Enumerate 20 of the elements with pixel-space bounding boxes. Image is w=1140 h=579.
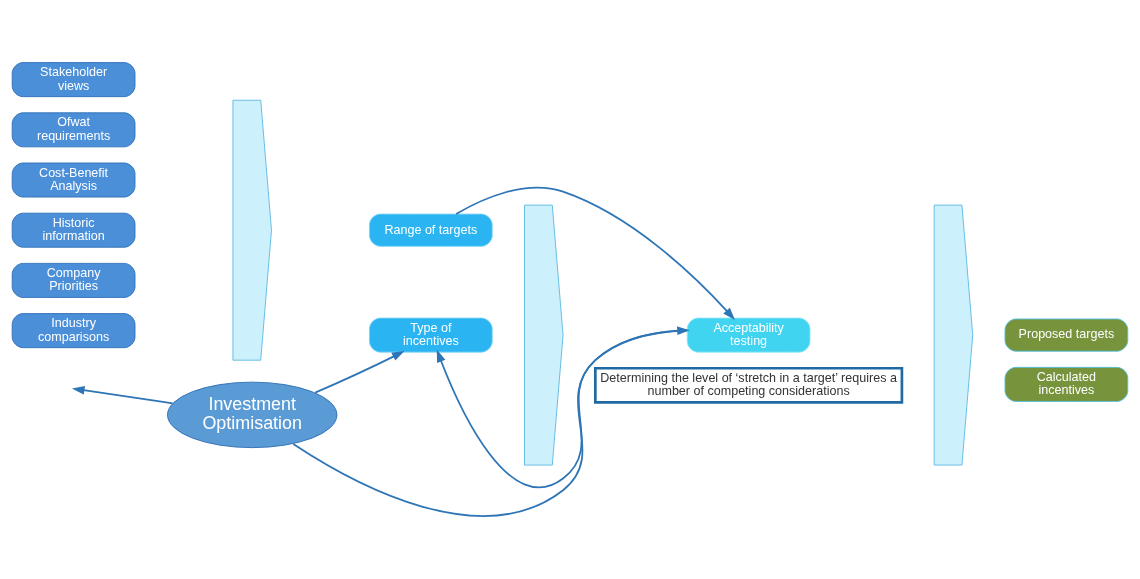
node-box: Company Priorities: [11, 262, 136, 298]
node-box: Type of incentives: [368, 317, 493, 353]
node-box: Stakeholder views: [11, 62, 136, 98]
node-box: Determining the level of ‘stretch in a target’ requires a number of competing considerations: [593, 366, 904, 404]
node-box: Industry comparisons: [11, 313, 136, 349]
arrow: [314, 351, 405, 394]
node-ellipse: Investment Optimisation: [167, 381, 338, 449]
node-box: Historic information: [11, 212, 136, 248]
arrow: [71, 386, 174, 405]
node-chevron: [933, 204, 974, 466]
node-box: Proposed targets: [1004, 318, 1129, 352]
node-chevron: [524, 204, 564, 466]
node-box: Ofwat requirements: [11, 112, 136, 148]
node-chevron: [232, 99, 272, 361]
arrow: [455, 186, 735, 320]
arrow: [292, 326, 690, 517]
node-box: Cost-Benefit Analysis: [11, 162, 136, 198]
node-box: Range of targets: [368, 213, 493, 247]
node-box: Acceptability testing: [686, 317, 811, 353]
node-box: Calculated incentives: [1004, 366, 1129, 402]
